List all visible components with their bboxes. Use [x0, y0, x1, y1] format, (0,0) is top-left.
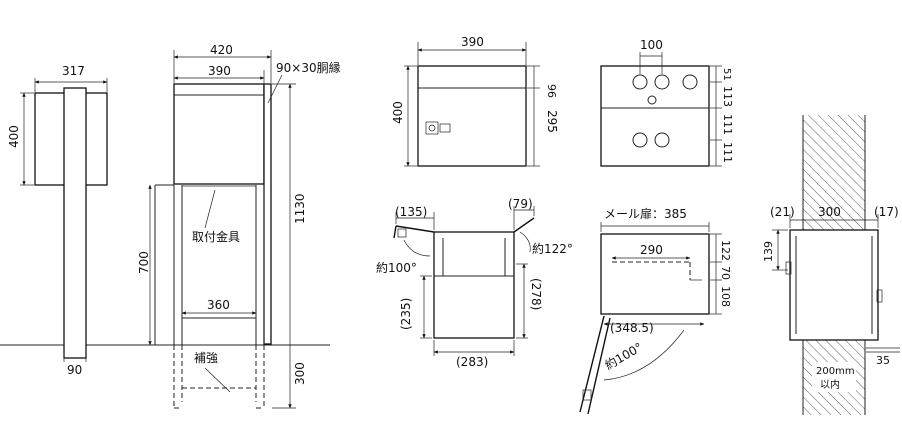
back-dim-2: 113: [721, 86, 734, 107]
total-height-label: 1130: [293, 193, 307, 224]
open-left-height-label: (235): [399, 298, 413, 330]
side-post: [63, 87, 87, 359]
mail-door-view: メール扉：385 290 122 70 108 (348.5) 約100°: [579, 207, 732, 415]
back-dim-3: 111: [721, 114, 734, 135]
mail-door-angle-label: 約100°: [602, 339, 645, 372]
side-width-label: 317: [62, 64, 85, 78]
box-back-view: 100 51 113 111 111: [600, 38, 734, 167]
door-dim-3: 108: [719, 286, 732, 307]
wall-hatch-top: [803, 115, 865, 230]
side-view: 317 400 90: [7, 64, 108, 377]
back-dim-4: 111: [721, 142, 734, 163]
buried-depth-label: 300: [293, 362, 307, 385]
front-outer-width-label: 420: [210, 43, 233, 57]
mail-door-inner-label: 290: [640, 243, 663, 257]
mail-door-label: メール扉：385: [604, 207, 687, 221]
side-post-label: 90: [67, 363, 82, 377]
open-top-angle-label: 約122°: [532, 241, 573, 256]
hole-pitch-label: 100: [640, 38, 663, 52]
door-dim-2: 70: [719, 266, 732, 280]
door-dim-1: 122: [719, 240, 732, 261]
open-right-height-label: (278): [529, 278, 543, 310]
box-top-height-label: 96: [545, 84, 558, 98]
box-front-view: 390 400 96 295: [391, 35, 559, 167]
wall-box-body: [789, 229, 879, 341]
wall-proj-label: 35: [876, 354, 890, 367]
mount-hole: [632, 74, 648, 90]
open-depth-label: (283): [456, 355, 488, 369]
bracket-label: 取付金具: [192, 229, 240, 244]
mount-hole: [632, 132, 648, 148]
wall-right-label: (17): [874, 205, 899, 219]
wall-mount-view: (21) 300 (17) 139 35 200mm 以内: [762, 115, 900, 415]
front-inner-width-label: 390: [208, 64, 231, 78]
wall-height-label: 139: [762, 241, 775, 262]
wall-note-line2: 以内: [820, 378, 840, 391]
mount-hole: [654, 132, 670, 148]
mount-hole: [654, 74, 670, 90]
back-dim-1: 51: [721, 68, 732, 81]
box-width-label: 390: [461, 35, 484, 49]
side-height-label: 400: [7, 125, 21, 148]
lock-icon: [425, 121, 439, 135]
open-left-angle-label: 約100°: [376, 260, 417, 275]
open-right-ext-label: (79): [508, 197, 533, 211]
mount-hole: [682, 74, 698, 90]
door-box-body: [600, 233, 710, 315]
mount-hole: [647, 95, 657, 105]
box-body-height-label: 295: [545, 110, 559, 133]
front-box: [173, 83, 265, 185]
bracket-height-label: 700: [137, 251, 151, 274]
trim-label: 90×30胴縁: [276, 60, 341, 75]
bracket-width-label: 360: [207, 298, 230, 312]
box-front-body: [417, 65, 527, 167]
side-open-view: (135) (79) 約122° 約100° (235) (278) (283): [376, 197, 573, 369]
open-left-ext-label: (135): [395, 205, 427, 219]
reinforce-label: 補強: [194, 351, 218, 365]
mail-door-open-width-label: (348.5): [610, 321, 654, 335]
wall-note-line1: 200mm: [816, 366, 855, 377]
box-height-label: 400: [391, 101, 405, 124]
front-mount-view: 420 390 90×30胴縁 1130 300 700 360 取付金具 補強: [137, 43, 341, 409]
open-box-body: [433, 231, 515, 339]
wall-left-label: (21): [770, 205, 795, 219]
front-trim: [263, 83, 272, 345]
wall-width-label: 300: [818, 205, 841, 219]
